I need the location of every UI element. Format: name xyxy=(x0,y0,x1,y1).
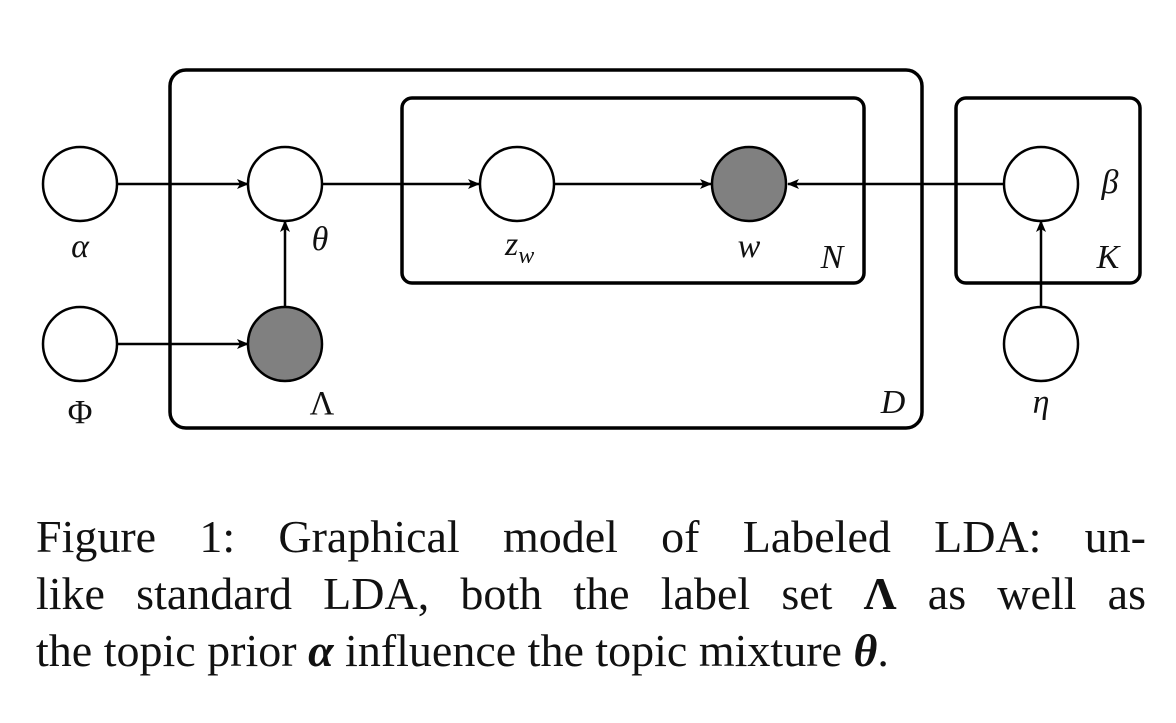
node-beta xyxy=(1002,145,1080,223)
node-z xyxy=(478,145,556,223)
plate-d xyxy=(168,68,924,430)
edges xyxy=(117,179,1046,349)
caption-line-2-text-a: like standard LDA, both the label set xyxy=(36,568,864,619)
node-w xyxy=(710,145,788,223)
label-z-base: z xyxy=(504,226,518,263)
caption-line-3-text-c: . xyxy=(877,625,889,676)
plate-k xyxy=(954,96,1142,285)
caption-line-3-text-b: influence the topic mixture xyxy=(333,625,854,676)
plate-label-k: K xyxy=(1096,239,1122,276)
node-eta xyxy=(1002,305,1080,383)
label-phi: Φ xyxy=(68,394,93,431)
node-alpha xyxy=(41,145,119,223)
caption-line-2: like standard LDA, both the label set Λ … xyxy=(36,565,1146,622)
label-theta: θ xyxy=(312,221,329,258)
label-w: w xyxy=(738,228,761,265)
node-phi xyxy=(41,305,119,383)
label-alpha: α xyxy=(71,228,90,265)
graphical-model-diagram: α Φ θ Λ zw w β η N K D xyxy=(41,68,1142,431)
node-lambda xyxy=(246,305,324,383)
plate-label-n: N xyxy=(820,239,846,276)
caption-line-1: Figure 1: Graphical model of Labeled LDA… xyxy=(36,511,1146,562)
caption-symbol-alpha: α xyxy=(308,625,334,676)
caption-line-3-text-a: the topic prior xyxy=(36,625,309,676)
caption-line-2-text-b: as well as xyxy=(896,568,1146,619)
caption-symbol-theta: θ xyxy=(853,625,878,676)
label-z-subscript: w xyxy=(518,243,534,269)
label-lambda: Λ xyxy=(310,385,335,422)
figure-caption: Figure 1: Graphical model of Labeled LDA… xyxy=(36,508,1146,679)
label-beta: β xyxy=(1101,164,1119,201)
caption-line-3: the topic prior α influence the topic mi… xyxy=(36,622,1146,679)
label-eta: η xyxy=(1033,384,1050,421)
label-z: zw xyxy=(504,226,534,269)
plate-label-d: D xyxy=(880,384,906,421)
plate-n xyxy=(400,96,866,285)
caption-symbol-lambda: Λ xyxy=(863,568,897,619)
node-theta xyxy=(246,145,324,223)
